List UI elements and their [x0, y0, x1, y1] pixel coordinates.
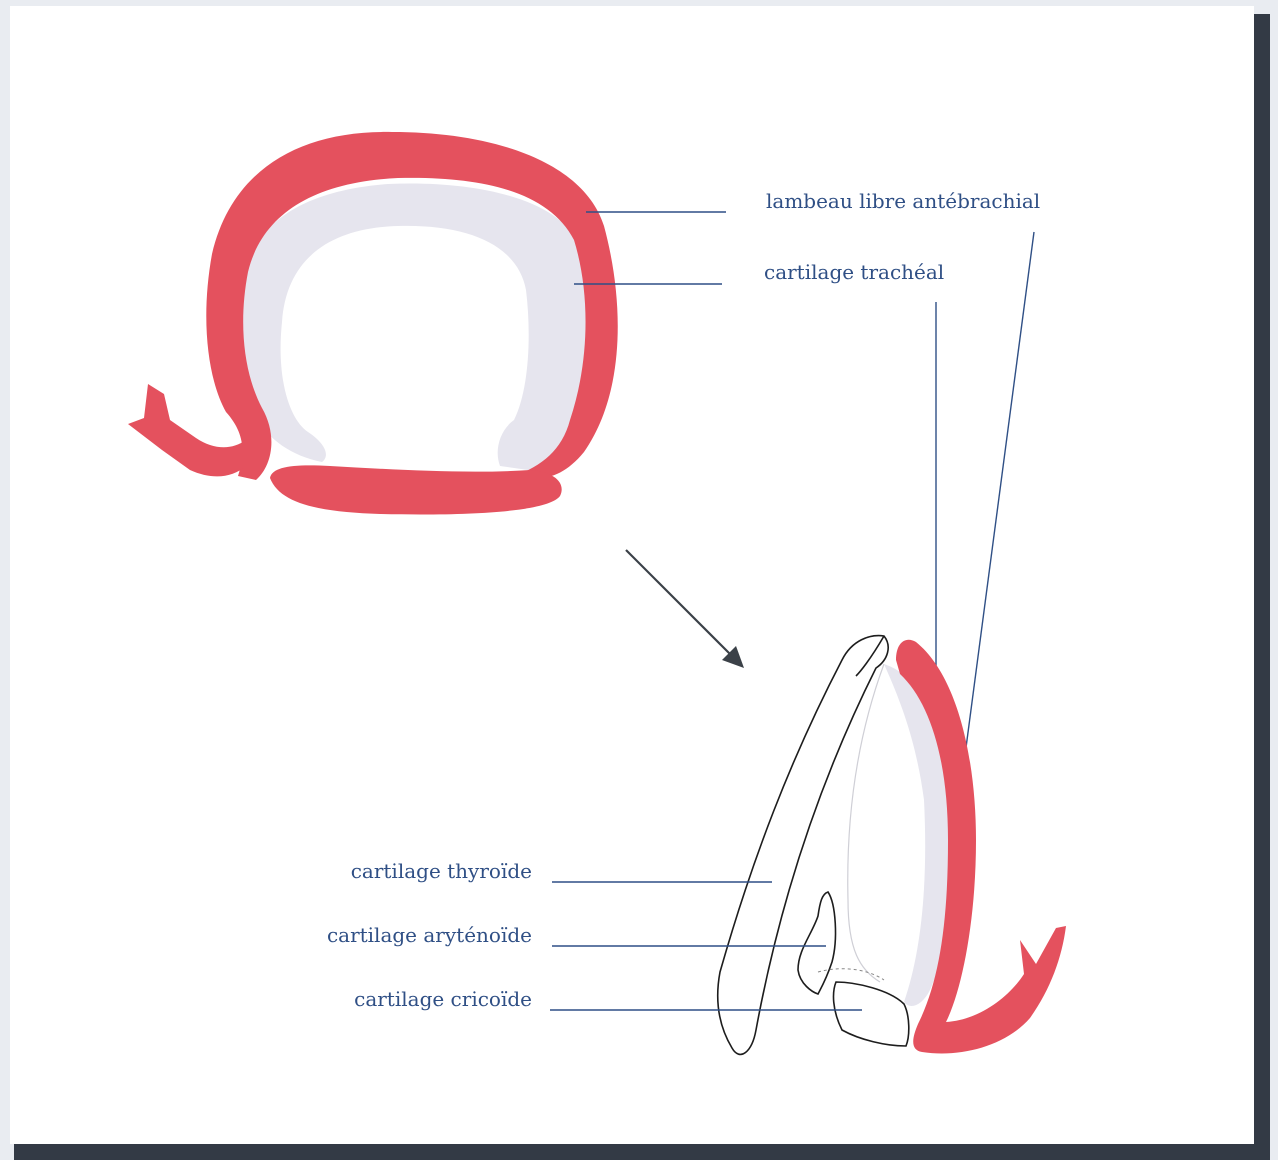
larynx-reconstruction: [718, 636, 1066, 1055]
label-thyroid: cartilage thyroïde: [351, 859, 532, 883]
flap-bottom-paddle: [270, 465, 562, 514]
arrow-shaft: [626, 550, 736, 660]
label-tracheal-cartilage: cartilage trachéal: [764, 260, 944, 284]
label-lambeau: lambeau libre antébrachial: [766, 189, 1040, 213]
trachea-cross-section: [128, 132, 618, 515]
thyroid-cartilage: [718, 636, 889, 1055]
label-cricoid: cartilage cricoïde: [354, 987, 532, 1011]
tracheal-cartilage-ring: [234, 184, 591, 471]
leader-lambeau-long: [962, 232, 1034, 778]
transition-arrow: [626, 550, 744, 668]
larynx-inner-line: [848, 664, 884, 982]
arytenoid-cartilage: [798, 892, 835, 994]
thyroid-inner-edge: [856, 636, 884, 676]
cricoid-cartilage: [834, 982, 909, 1046]
label-arytenoid: cartilage aryténoïde: [327, 923, 532, 947]
